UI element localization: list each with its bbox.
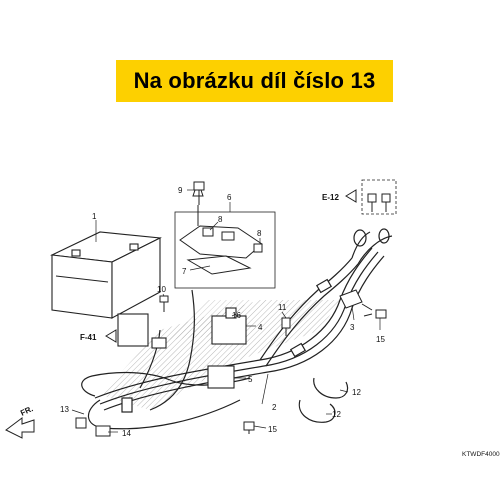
front-direction-indicator: FR.: [5, 404, 35, 439]
bolts: [75, 181, 391, 437]
part-label-7: 7: [182, 267, 187, 276]
ref-label-e12: E-12: [322, 193, 339, 202]
harness-clamps: [121, 278, 333, 413]
battery-tray-assembly: [174, 189, 276, 289]
rubber-bands-part-12: [298, 377, 349, 423]
part-label-10: 10: [157, 285, 166, 294]
part-label-6: 6: [227, 193, 232, 202]
battery-part-1: [50, 231, 162, 319]
diagram-code: KTWDF4000: [462, 451, 500, 458]
part-label-12-lower: 12: [332, 410, 341, 419]
ref-label-f41: F-41: [80, 333, 97, 342]
banner-text: Na obrázku díl číslo 13: [133, 68, 376, 93]
f41-reference: F-41: [80, 329, 117, 343]
part-label-8-lower: 8: [257, 229, 262, 238]
part-label-13: 13: [60, 405, 69, 414]
part-label-15-right: 15: [376, 335, 385, 344]
part-label-15-bottom: 15: [268, 425, 277, 434]
part-label-11: 11: [278, 303, 287, 312]
part-label-5: 5: [248, 375, 253, 384]
e12-reference-box: E-12: [322, 179, 397, 215]
part-number-labels: 1 2 3 4 5 6 7 8 8 9 10 11 12 12 13 14 15…: [60, 186, 500, 458]
part-number-banner: Na obrázku díl číslo 13: [116, 60, 393, 102]
relay-assembly: [117, 307, 247, 389]
part-label-1: 1: [92, 212, 97, 221]
part-label-4: 4: [258, 323, 263, 332]
direction-label: FR.: [19, 404, 34, 418]
part-label-14: 14: [122, 429, 131, 438]
part-label-3: 3: [350, 323, 355, 332]
connector-part-3: [339, 289, 373, 311]
leader-lines: [71, 189, 381, 433]
wire-harness: [81, 228, 393, 430]
part-label-16: 16: [232, 311, 241, 320]
part-label-8-upper: 8: [218, 215, 223, 224]
part-label-2: 2: [272, 403, 277, 412]
part-label-9: 9: [178, 186, 183, 195]
part-label-12-upper: 12: [352, 388, 361, 397]
